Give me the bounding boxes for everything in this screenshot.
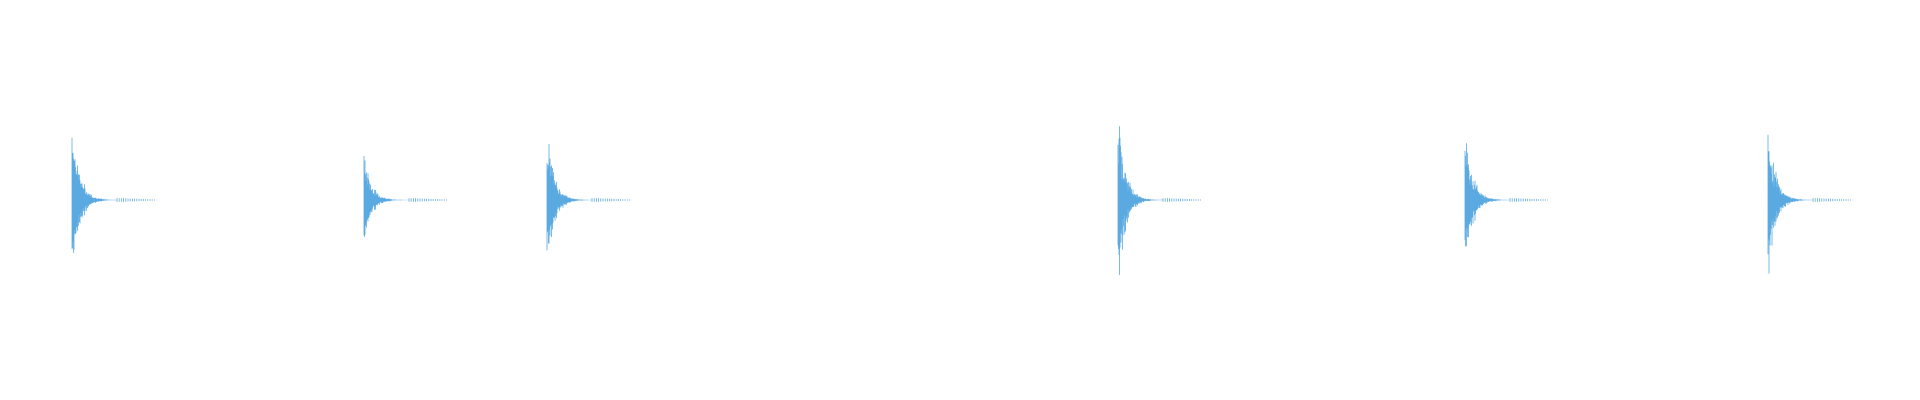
waveform-burst-tail [1509, 198, 1548, 202]
waveform-burst-shape [71, 137, 117, 253]
waveform-burst [1767, 134, 1851, 274]
waveform-burst-tail [1812, 198, 1851, 202]
waveform-burst-shape [546, 143, 592, 251]
waveform-burst-tail [116, 198, 155, 202]
waveform-burst-shape [1767, 134, 1813, 274]
waveform-burst [546, 143, 630, 251]
waveform-burst [363, 156, 447, 237]
waveform-burst-shape [363, 156, 408, 237]
waveform-burst-tail [408, 198, 447, 202]
waveform-burst-tail [591, 198, 630, 202]
waveform-burst [1464, 143, 1548, 247]
waveform-burst-shape [1464, 143, 1510, 247]
waveform-burst-tail [1162, 198, 1201, 202]
waveform-burst [71, 137, 155, 253]
waveform-burst-shape [1117, 126, 1163, 275]
waveform-burst [1117, 126, 1201, 275]
